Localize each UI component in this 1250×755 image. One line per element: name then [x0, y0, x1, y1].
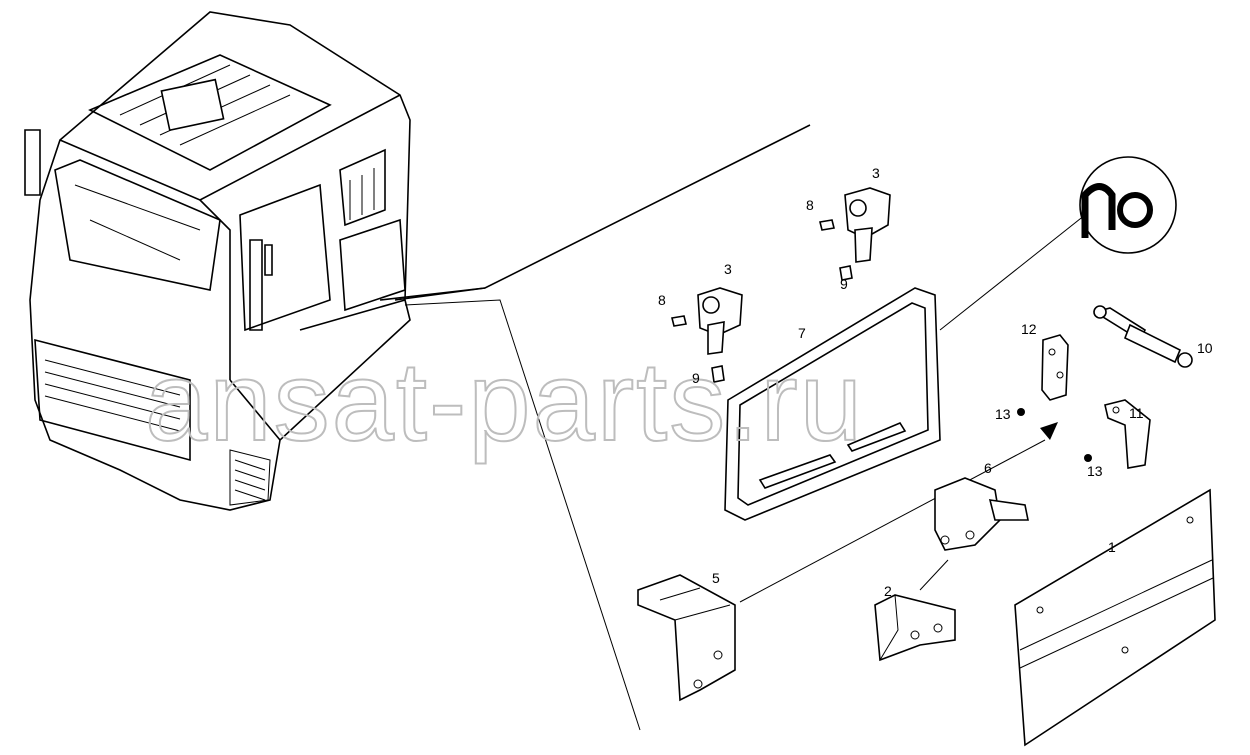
label-2: 2: [884, 583, 892, 599]
label-9a: 9: [840, 276, 848, 292]
bracket-11: [1104, 399, 1151, 469]
nut-13a: [1017, 408, 1025, 416]
side-panel-1: [1014, 488, 1216, 747]
label-13a: 13: [995, 406, 1011, 422]
bracket-12: [1041, 334, 1069, 401]
label-7: 7: [798, 325, 806, 341]
label-11: 11: [1129, 405, 1144, 421]
lock-assembly-lower: [671, 287, 743, 383]
label-3a: 3: [872, 165, 880, 181]
bracket-5: [637, 574, 736, 702]
label-3b: 3: [724, 261, 732, 277]
label-5: 5: [712, 570, 720, 586]
gas-strut-10: [1093, 305, 1193, 368]
bracket-2: [874, 594, 956, 662]
arrow-marker: [1040, 422, 1058, 440]
label-8a: 8: [806, 197, 814, 213]
label-6: 6: [984, 460, 992, 476]
label-10: 10: [1197, 340, 1213, 356]
seal-profile-detail: [1079, 156, 1177, 254]
label-9b: 9: [692, 370, 700, 386]
truck-cab-drawing: [24, 11, 411, 511]
door-seal-frame: [724, 287, 941, 521]
hinge-6: [934, 477, 1029, 551]
label-8b: 8: [658, 292, 666, 308]
label-1: 1: [1108, 539, 1116, 555]
label-12: 12: [1021, 321, 1037, 337]
watermark: ansat-parts.ru: [145, 339, 864, 464]
lock-assembly-upper: [819, 187, 891, 281]
callout-labels: 3 8 9 3 8 7 9 12 10 11 13 13 6 1 5 2: [658, 165, 1213, 599]
nut-13b: [1084, 454, 1092, 462]
leader-lines: [379, 124, 1086, 731]
label-13b: 13: [1087, 463, 1103, 479]
